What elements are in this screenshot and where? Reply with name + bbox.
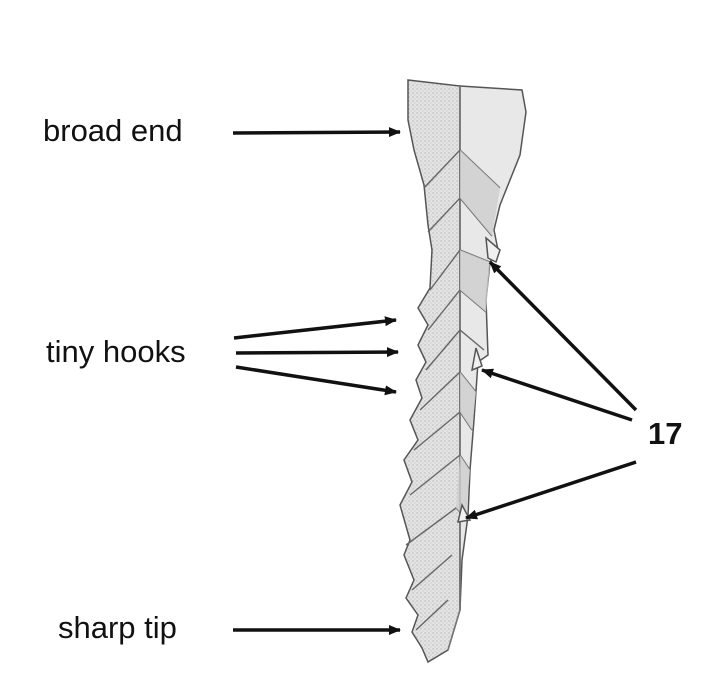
spine-shape <box>399 79 527 664</box>
arrow-17-middle <box>481 368 633 422</box>
label-broad-end: broad end <box>43 113 183 148</box>
arrow-tiny-hook-1 <box>233 316 397 340</box>
arrow-17-lower <box>465 460 637 520</box>
label-number-17: 17 <box>648 416 683 451</box>
label-tiny-hooks: tiny hooks <box>46 334 186 369</box>
arrows <box>232 127 638 635</box>
shaded-facets <box>456 150 500 518</box>
arrow-tiny-hook-2 <box>235 347 399 358</box>
arrow-17-upper <box>488 260 638 412</box>
arrow-broad-end <box>232 127 401 138</box>
label-sharp-tip: sharp tip <box>58 610 177 645</box>
arrow-tiny-hook-3 <box>235 365 397 396</box>
right-hook-middle <box>471 347 483 372</box>
